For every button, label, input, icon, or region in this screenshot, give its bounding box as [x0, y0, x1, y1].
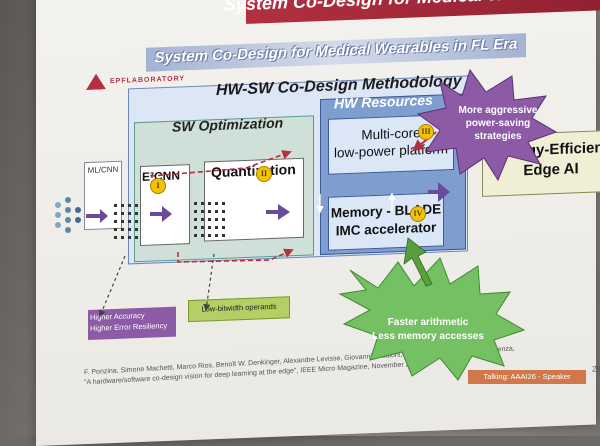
- green-star-line2: Less memory accesses: [372, 331, 484, 342]
- edge-ai-label: Energy-Efficient Edge AI: [484, 138, 600, 183]
- purple-star-text: More aggressive power-saving strategies: [458, 104, 538, 143]
- badge-iv: IV: [410, 206, 426, 222]
- page-number: 23: [592, 364, 600, 374]
- logo-mark-icon: [86, 73, 106, 90]
- badge-ii: II: [256, 166, 272, 182]
- ml-cnn-label: ML/CNN: [87, 164, 119, 176]
- quantization-label: Quantization: [211, 161, 296, 181]
- purple-star-line2: power-saving: [465, 118, 531, 129]
- accuracy-text: Higher Accuracy Higher Error Resiliency: [90, 309, 174, 334]
- badge-i: I: [150, 178, 166, 194]
- logo-text: EPFLABORATORY: [110, 74, 186, 85]
- memory-label: Memory - BLADE IMC accelerator: [330, 200, 442, 240]
- badge-iii: III: [418, 124, 434, 140]
- purple-star-line1: More aggressive: [458, 105, 538, 116]
- green-star-text: Faster arithmetic Less memory accesses: [368, 316, 488, 344]
- talking-badge: Talking: AAAI26 - Speaker: [468, 370, 586, 384]
- green-star-line1: Faster arithmetic: [387, 317, 469, 328]
- purple-star-line3: strategies: [474, 131, 522, 142]
